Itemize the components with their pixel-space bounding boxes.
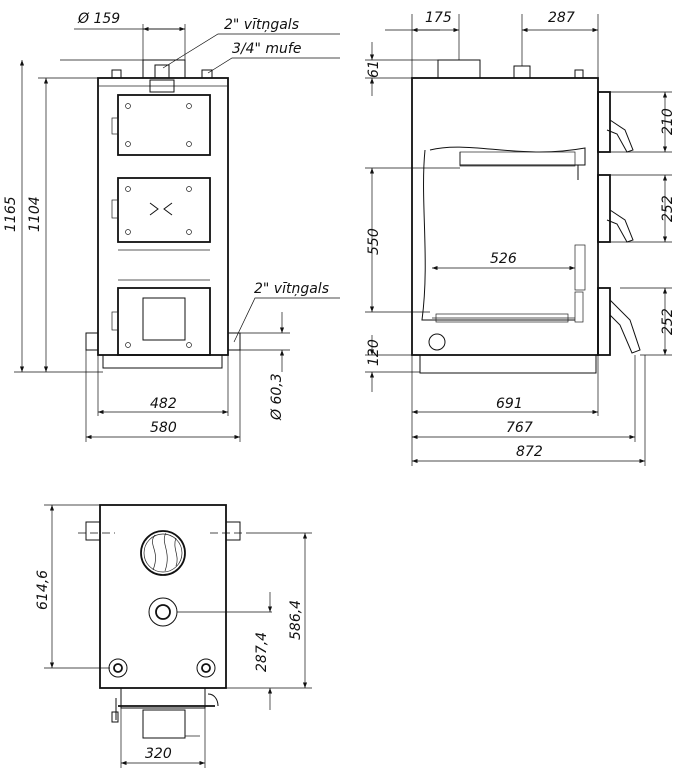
ash-door-window	[142, 297, 186, 341]
dim-61: 61	[366, 60, 382, 78]
dim-287: 287	[548, 10, 575, 26]
top-view: 614,6 586,4 287,4 320	[35, 504, 312, 768]
dim-252-a: 252	[660, 195, 676, 222]
connection-left	[108, 658, 128, 678]
top-threaded-pipe	[154, 64, 170, 79]
side-pipe-right	[227, 332, 241, 351]
side-flue-pipe	[437, 59, 481, 79]
middle-door	[111, 177, 211, 243]
door-handle-2	[606, 209, 634, 243]
door-handles-top	[111, 693, 219, 723]
dim-550: 550	[366, 228, 382, 255]
callout-side-pipe: 2" vītņgals	[254, 281, 329, 297]
top-side-pipe-left	[85, 521, 101, 541]
top-stub-left	[111, 69, 122, 79]
dim-287-4: 287,4	[254, 632, 270, 672]
side-doors	[597, 91, 641, 356]
dim-flue-diameter: Ø 159	[77, 11, 120, 27]
callout-top-pipe: 2" vītņgals	[224, 17, 299, 33]
dim-580: 580	[150, 420, 177, 436]
dim-767: 767	[506, 420, 533, 436]
dim-1165: 1165	[3, 196, 19, 232]
front-view: 1165 1104 Ø 159 2" vītņgals 3/4" mufe 2"…	[3, 11, 340, 442]
connection-right	[196, 658, 216, 678]
flue-opening	[140, 530, 186, 576]
dim-1104: 1104	[27, 196, 43, 232]
flue-pipe	[142, 59, 186, 79]
dim-120: 120	[366, 339, 382, 366]
side-pipe-left	[85, 332, 99, 351]
side-view: 175 287 61 550 120 526 691 767 872	[365, 10, 676, 466]
side-body-outline	[411, 77, 599, 356]
dim-210: 210	[660, 108, 676, 135]
center-flange	[148, 597, 178, 627]
mufe-stub	[201, 69, 213, 79]
dim-side-pipe-diameter: Ø 60,3	[269, 373, 285, 421]
dim-526: 526	[490, 251, 517, 267]
door-handle-3	[609, 299, 641, 354]
callout-mufe: 3/4" mufe	[232, 41, 301, 57]
logo-plate	[149, 79, 175, 93]
ash-box	[142, 709, 186, 739]
upper-door	[111, 94, 211, 156]
return-pipe	[428, 333, 446, 351]
dim-252-b: 252	[660, 308, 676, 335]
dim-691: 691	[496, 396, 523, 412]
door-assembly	[120, 687, 206, 709]
dim-482: 482	[150, 396, 177, 412]
dim-586-4: 586,4	[288, 600, 304, 640]
side-base	[419, 354, 597, 374]
side-top-pipe	[513, 65, 531, 79]
top-side-pipe-right	[225, 521, 241, 541]
combustion-chamber-section	[421, 146, 586, 321]
dim-175: 175	[425, 10, 452, 26]
base-legs	[102, 354, 223, 369]
door-handle-1	[606, 119, 634, 153]
air-damper-icon	[149, 202, 173, 216]
top-body-outline	[99, 504, 227, 689]
dim-614-6: 614,6	[35, 570, 51, 610]
dim-320: 320	[145, 746, 172, 762]
dim-872: 872	[516, 444, 543, 460]
lower-door	[111, 287, 211, 356]
